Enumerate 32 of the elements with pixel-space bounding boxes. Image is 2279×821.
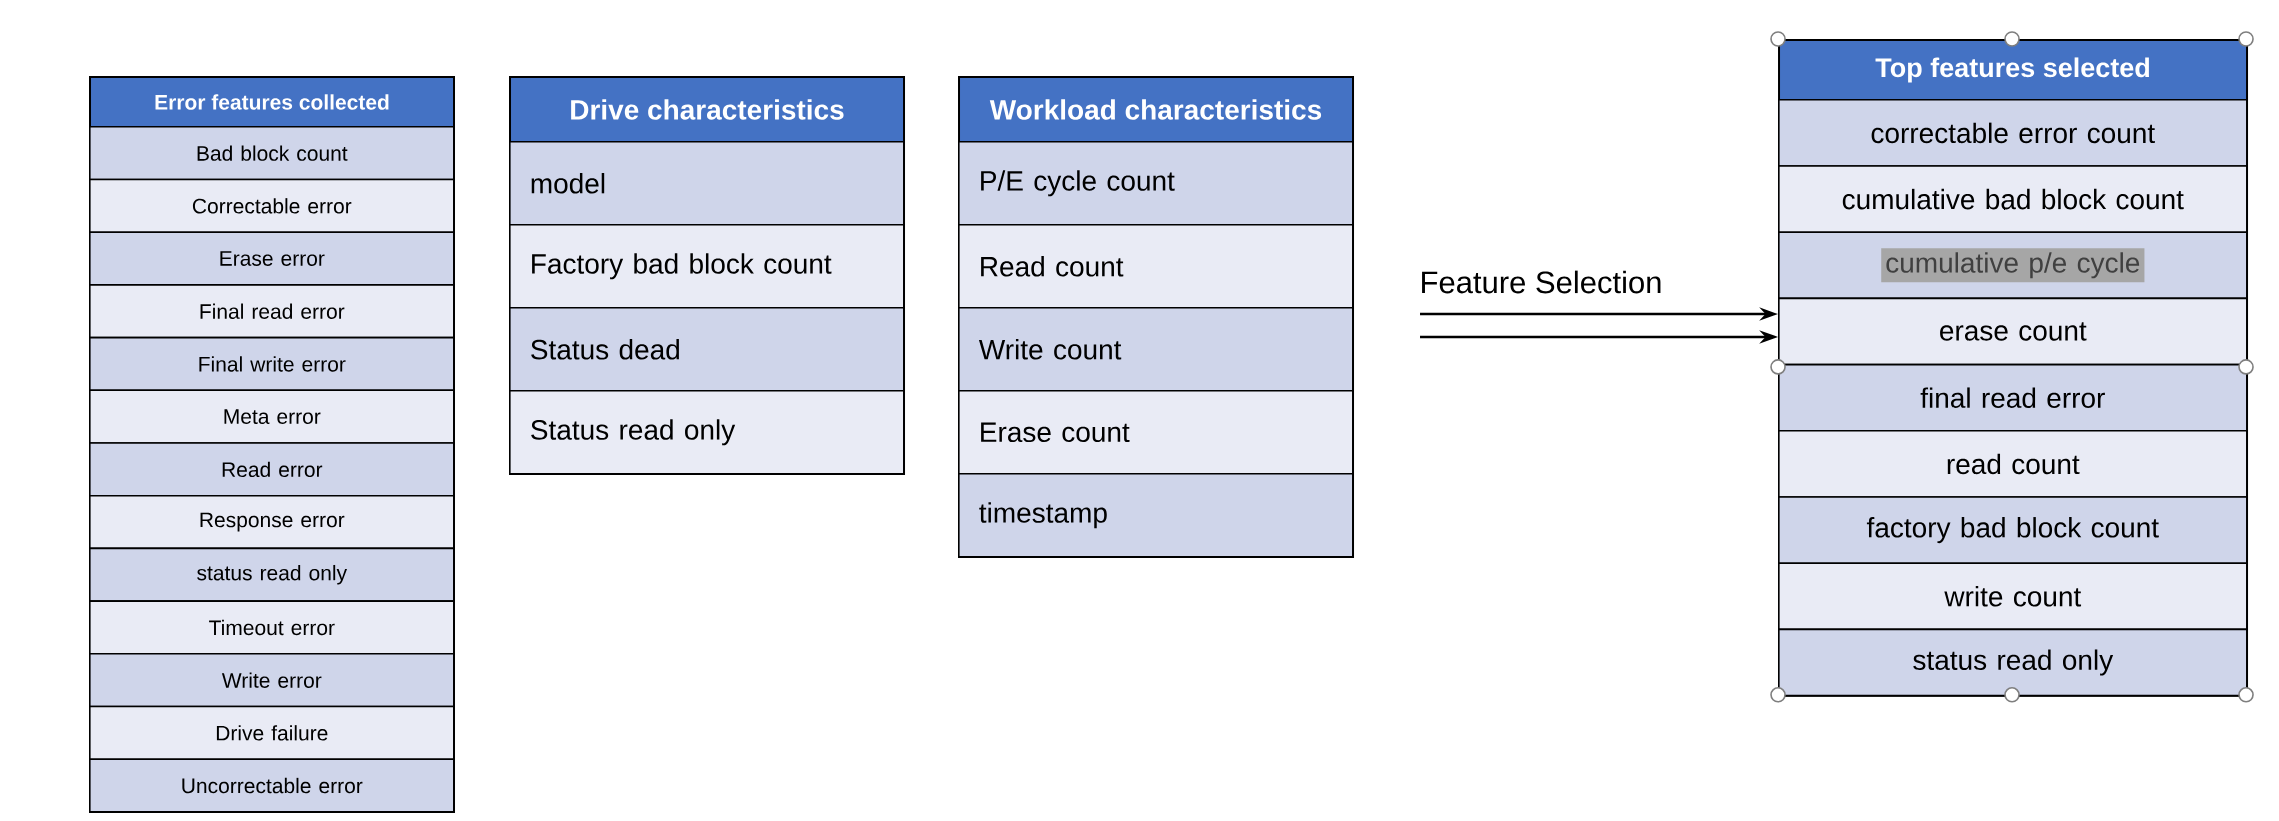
table-row: correctable error count xyxy=(1778,99,2248,167)
table-row: Uncorrectable error xyxy=(89,758,455,813)
edge-label: Feature Selection xyxy=(1422,270,1661,294)
table-row: Correctable error xyxy=(89,178,455,233)
table-row: Read count xyxy=(958,224,1354,309)
table-row: read count xyxy=(1778,430,2248,498)
table-row: Erase count xyxy=(958,390,1354,475)
table-row: write count xyxy=(1778,562,2248,631)
table-row: model xyxy=(509,141,905,226)
table-row: Read error xyxy=(89,442,455,497)
table-row: status read only xyxy=(89,547,455,602)
table-row: Timeout error xyxy=(89,600,455,655)
table-row: Status read only xyxy=(509,390,905,475)
table-row: Write count xyxy=(958,307,1354,392)
table-row: cumulative p/e cycle xyxy=(1778,231,2248,300)
table-row: Meta error xyxy=(89,389,455,444)
table-row: Write error xyxy=(89,653,455,708)
table-row: Final read error xyxy=(89,284,455,339)
table-row: Response error xyxy=(89,494,455,550)
table-row: timestamp xyxy=(958,473,1354,558)
table-row: final read error xyxy=(1778,363,2248,432)
table-row: Bad block count xyxy=(89,126,455,181)
table-row: erase count xyxy=(1778,297,2248,366)
table-row: cumulative bad block count xyxy=(1778,165,2248,233)
table-row: status read only xyxy=(1778,628,2248,697)
table-row: Drive failure xyxy=(89,705,455,760)
table-row: Factory bad block count xyxy=(509,224,905,309)
table-row: Status dead xyxy=(509,307,905,392)
table-row: Erase error xyxy=(89,231,455,286)
table-row: factory bad block count xyxy=(1778,496,2248,564)
table-row: Final write error xyxy=(89,336,455,392)
table-row: P/E cycle count xyxy=(958,141,1354,226)
